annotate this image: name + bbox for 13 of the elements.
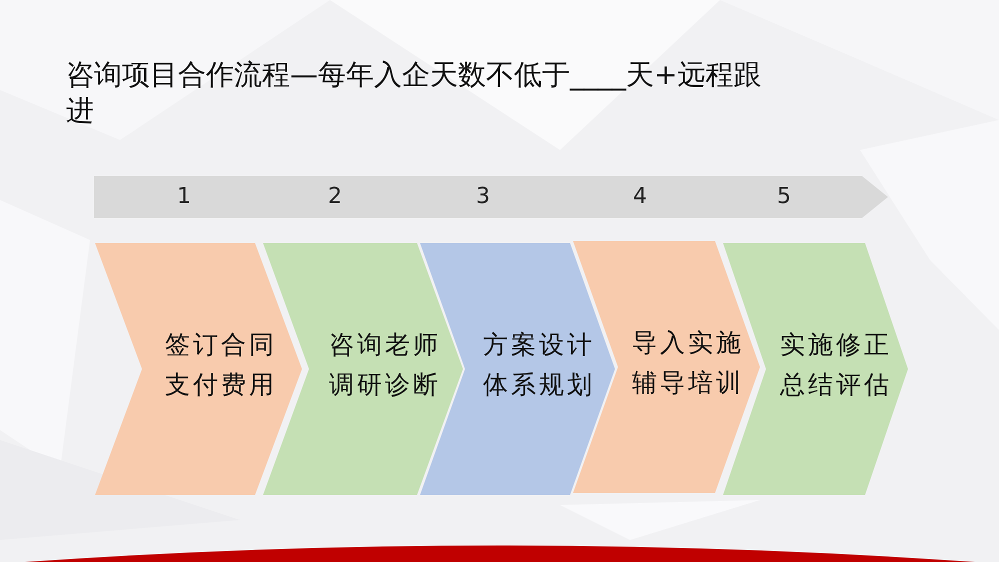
step-number: 2 <box>327 183 343 211</box>
step-text: 实施修正总结评估 <box>780 329 893 401</box>
step-number: 4 <box>632 183 648 211</box>
slide-title: 咨询项目合作流程—每年入企天数不低于____天+远程跟进 <box>66 57 762 129</box>
step-band <box>94 176 888 218</box>
step-text: 导入实施辅导培训 <box>632 327 745 399</box>
step-text: 签订合同支付费用 <box>165 329 278 401</box>
step-number: 3 <box>475 183 491 211</box>
step-number: 1 <box>176 183 192 211</box>
step-text: 咨询老师调研诊断 <box>329 329 442 401</box>
step-number: 5 <box>776 183 792 211</box>
chevron-step <box>95 243 302 495</box>
step-text: 方案设计体系规划 <box>483 329 596 401</box>
